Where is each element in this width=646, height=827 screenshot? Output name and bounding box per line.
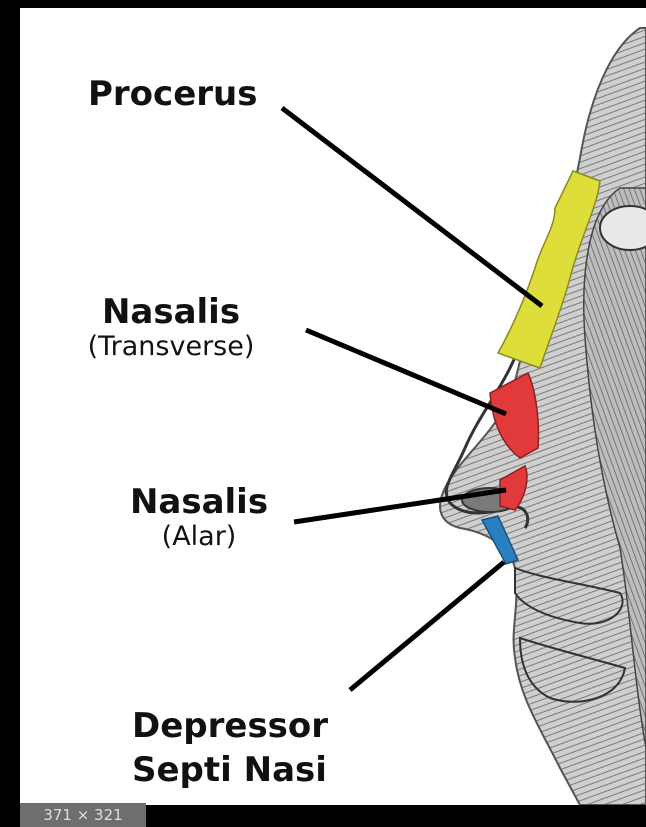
procerus-label: Procerus xyxy=(88,74,257,114)
anatomy-image-frame: Procerus Nasalis (Transverse) Nasalis (A… xyxy=(20,8,646,805)
nasalis-alar-title: Nasalis xyxy=(124,482,274,522)
image-dimensions-badge: 371 × 321 xyxy=(20,803,146,827)
nasalis-alar-subtitle: (Alar) xyxy=(124,522,274,552)
depressor-septi-nasi-label: Depressor Septi Nasi xyxy=(132,704,328,792)
nose-muscles-illustration xyxy=(20,8,646,805)
nasalis-transverse-subtitle: (Transverse) xyxy=(48,332,294,362)
nasalis-alar-label: Nasalis (Alar) xyxy=(124,482,274,552)
procerus-leader-line xyxy=(282,108,542,306)
nasalis-transverse-leader-line xyxy=(306,330,506,414)
nasalis-transverse-title: Nasalis xyxy=(48,292,294,332)
depressor-line-2: Septi Nasi xyxy=(132,748,328,792)
depressor-leader-line xyxy=(350,562,504,690)
depressor-line-1: Depressor xyxy=(132,704,328,748)
nasalis-transverse-label: Nasalis (Transverse) xyxy=(48,292,294,362)
